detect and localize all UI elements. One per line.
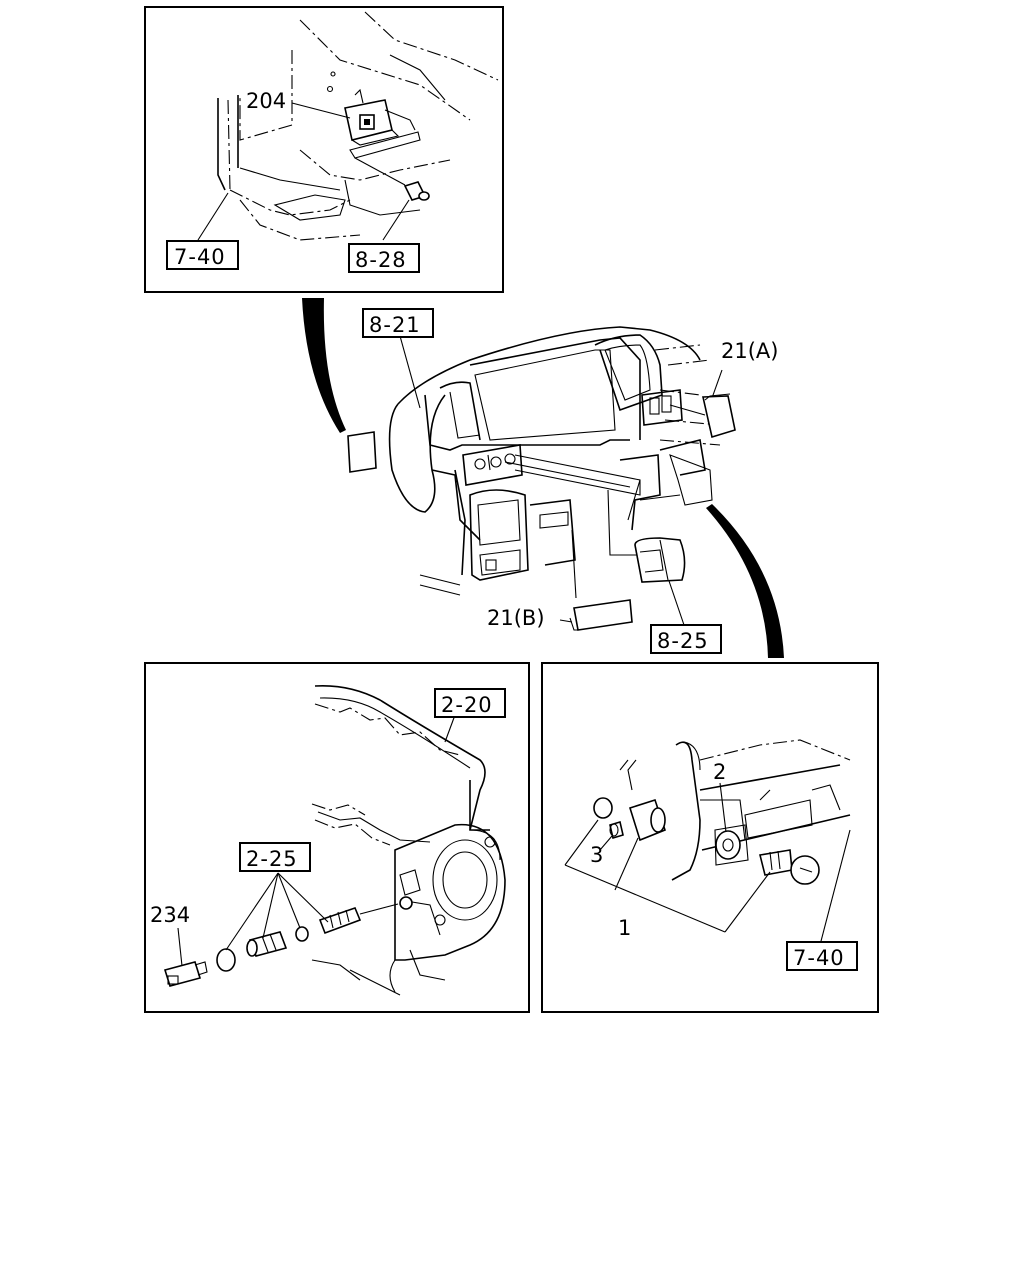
switch-21b [559, 599, 633, 631]
washer [295, 926, 309, 942]
part-label-21b: 21(B) [487, 606, 545, 630]
panel-top-left: 204 7-40 8-28 [144, 6, 504, 293]
ref-box-2-20: 2-20 [441, 693, 493, 717]
switch-234 [163, 961, 208, 987]
relay-8-25 [634, 537, 686, 583]
knob [759, 849, 820, 885]
part-label-204: 204 [246, 89, 286, 113]
ref-box-8-25: 8-25 [657, 629, 709, 653]
part-label-3: 3 [590, 843, 603, 867]
part-label-234: 234 [150, 903, 190, 927]
relay-204 [326, 71, 416, 146]
sensor-body [246, 931, 288, 957]
pointer-arrow-right [706, 504, 784, 658]
panel-bottom-left: 2-20 2-25 234 [144, 662, 530, 1013]
dashboard-assembly: 8-21 21(A) 21(B) 8-25 [347, 308, 778, 654]
ring-washer [593, 797, 613, 819]
grommet-2 [715, 830, 741, 860]
part-label-2: 2 [713, 760, 726, 784]
switch-21a [702, 393, 736, 439]
pointer-arrow-top [302, 298, 346, 433]
bolt-8-28 [403, 181, 430, 201]
o-ring [216, 948, 236, 972]
ref-box-8-28: 8-28 [355, 248, 407, 272]
ref-box-8-21: 8-21 [369, 313, 421, 337]
ref-box-7-40-bottom: 7-40 [793, 946, 845, 970]
ref-box-2-25: 2-25 [246, 847, 298, 871]
ref-box-7-40-top: 7-40 [174, 245, 226, 269]
screw-3 [609, 820, 624, 840]
part-label-21a: 21(A) [721, 339, 778, 363]
part-label-1: 1 [618, 916, 631, 940]
panel-bottom-right: 2 3 1 7-40 [541, 662, 879, 1013]
socket [619, 759, 666, 842]
plug-bolt [318, 903, 399, 935]
